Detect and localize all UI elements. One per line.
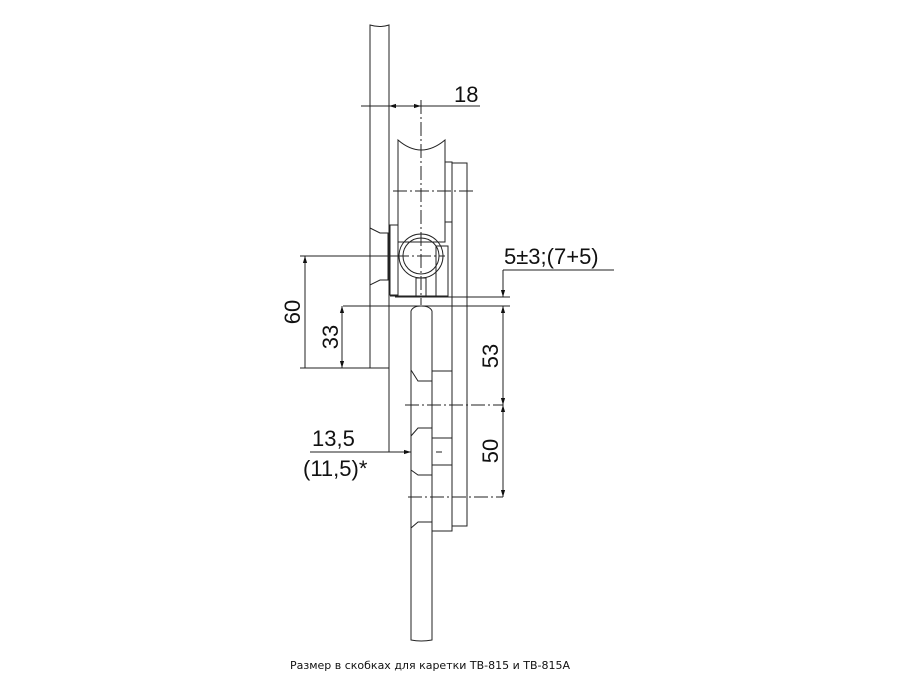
upper-glass-panel [369, 24, 390, 369]
dimension-53: 53 [478, 344, 503, 368]
roller-carriage [389, 138, 468, 532]
dimension-adjust: 5±3;(7+5) [504, 244, 599, 269]
dimension-13-5: 13,5 [312, 426, 355, 451]
dimension-18: 18 [454, 82, 478, 107]
dimension-60: 60 [280, 300, 305, 324]
dimension-11-5: (11,5)* [303, 456, 368, 481]
caption: Размер в скобках для каретки ТВ-815 и ТВ… [289, 659, 571, 672]
dimension-50: 50 [478, 439, 503, 463]
dimension-33: 33 [318, 325, 343, 349]
lower-glass-panel [410, 305, 433, 642]
